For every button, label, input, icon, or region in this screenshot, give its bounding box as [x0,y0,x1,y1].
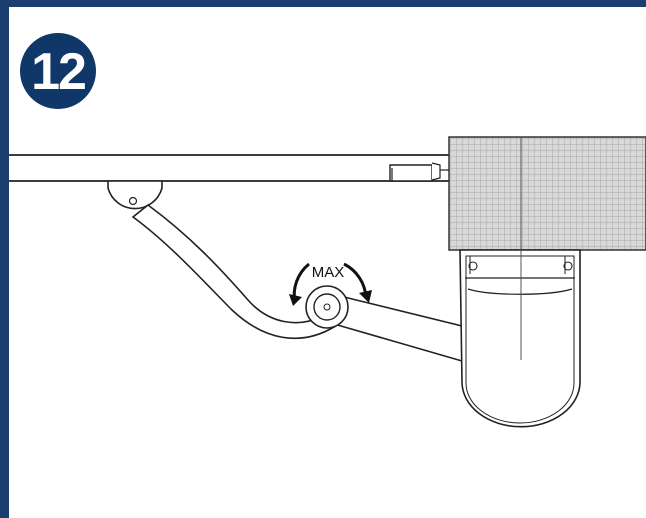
pillar [448,136,646,251]
articulated-arm [131,203,336,340]
adjustment-knob [305,285,349,329]
step-number: 12 [31,43,87,101]
rotation-arrows [289,262,372,306]
operator-housing [459,249,581,428]
gate-beam [9,154,449,182]
step-badge: 12 [20,33,96,109]
operator-arm [333,295,467,363]
gate-bracket [107,180,163,210]
max-label: MAX [312,264,345,281]
